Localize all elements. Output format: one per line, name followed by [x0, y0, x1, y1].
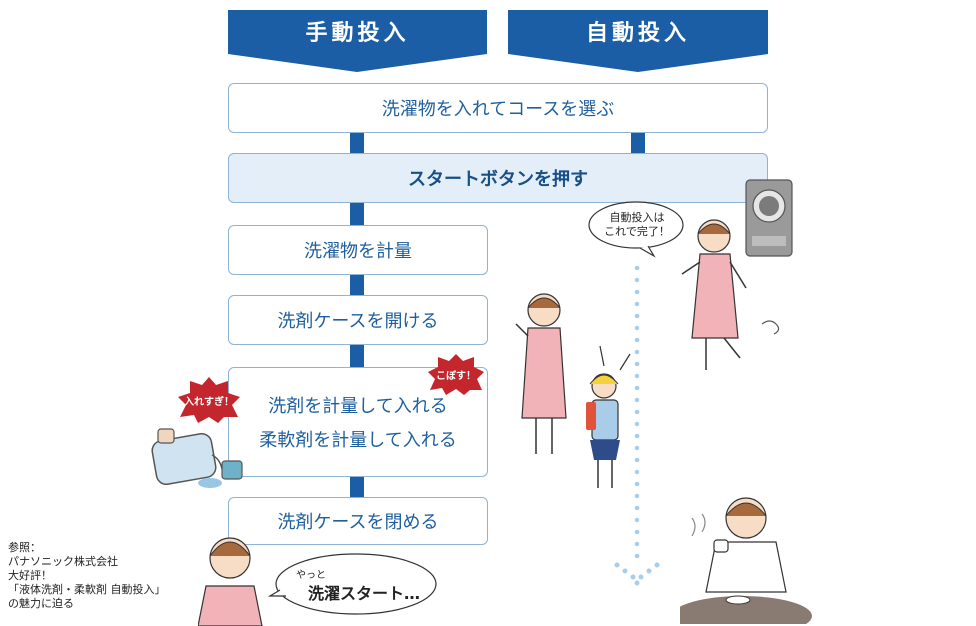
reference-line: 「液体洗剤・柔軟剤 自動投入」: [8, 583, 166, 596]
auto-done-line1: 自動投入は: [609, 211, 665, 224]
connector: [350, 275, 364, 295]
too-much-badge: 入れすぎ！: [184, 397, 234, 408]
auto-dotted-arrowhead: [614, 562, 660, 586]
connector: [631, 133, 645, 153]
finally-bubble-shape: [267, 553, 437, 615]
finally-main-text: 洗濯スタート…: [308, 584, 421, 603]
reference-line: パナソニック株式会社: [8, 555, 118, 568]
step-open-case: 洗剤ケースを開ける: [228, 295, 488, 345]
step-weigh-laundry: 洗濯物を計量: [228, 225, 488, 275]
auto-done-bubble: 自動投入は これで完了！: [592, 211, 682, 239]
spill-badge-shape: [428, 354, 484, 395]
auto-banner-shape: [508, 10, 768, 72]
auto-done-bubble-shape: [588, 201, 684, 258]
manual-banner-shape: [228, 10, 487, 72]
auto-done-line2: これで完了！: [604, 225, 670, 238]
banner-shapes: [228, 10, 768, 72]
connector: [350, 203, 364, 225]
mother-child-illustration: [515, 293, 631, 488]
too-much-badge-shape: [178, 377, 240, 423]
auto-banner-label: 自動投入: [585, 21, 690, 46]
coffee-woman-illustration: [680, 497, 812, 624]
step-measure-softener-line2: 柔軟剤を計量して入れる: [259, 430, 457, 451]
step-press-start: スタートボタンを押す: [228, 153, 768, 203]
connector: [350, 345, 364, 367]
detergent-bottle-illustration: [151, 428, 243, 488]
washing-machine-illustration: [745, 179, 793, 257]
running-woman-illustration: [681, 219, 780, 370]
reference-line: 参照：: [8, 541, 41, 554]
manual-banner-label: 手動投入: [305, 21, 410, 46]
step-measure-detergent-line1: 洗剤を計量して入れる: [268, 396, 448, 417]
step-close-case: 洗剤ケースを閉める: [228, 497, 488, 545]
finally-small-text: やっと: [296, 570, 326, 581]
connector: [350, 477, 364, 497]
auto-dotted-path: [634, 262, 640, 562]
reference-note: 参照： パナソニック株式会社 大好評！ 「液体洗剤・柔軟剤 自動投入」 の魅力に…: [8, 541, 208, 611]
reference-line: の魅力に迫る: [8, 597, 74, 610]
reference-line: 大好評！: [8, 569, 52, 582]
frustrated-woman-illustration: [198, 537, 263, 626]
step-load-laundry: 洗濯物を入れてコースを選ぶ: [228, 83, 768, 133]
spill-badge: こぼす！: [436, 371, 476, 382]
connector: [350, 133, 364, 153]
